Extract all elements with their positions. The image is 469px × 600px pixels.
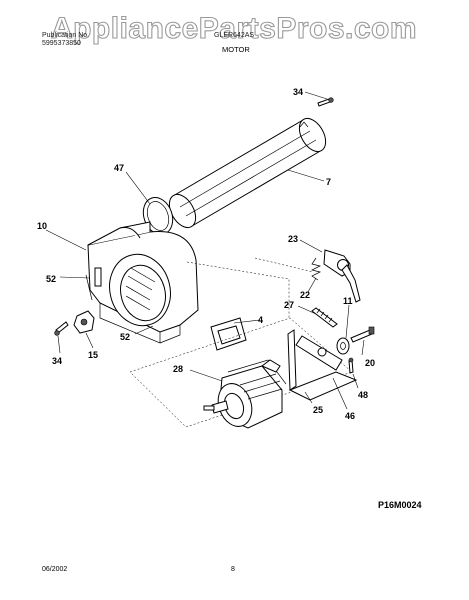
part-4-mount (210, 317, 247, 351)
motor-baseplate-outline (129, 317, 353, 428)
part-48-screw (348, 357, 354, 374)
part-34-screw-top (317, 97, 334, 107)
part-27-bolt (311, 307, 338, 328)
footer-page-number: 8 (231, 566, 235, 573)
part-23-idler-arm (323, 249, 361, 303)
callout-47: 47 (114, 163, 124, 173)
callout-52-upper: 52 (46, 274, 56, 284)
dash-lead-22 (254, 257, 314, 273)
callout-25: 25 (313, 405, 323, 415)
callout-7: 7 (326, 177, 331, 187)
part-11-idler-pulley (336, 337, 350, 355)
publication-label: Publication No. (42, 32, 89, 39)
callout-46: 46 (345, 411, 355, 421)
callout-labels: 34 7 47 10 52 23 22 27 11 4 52 34 15 28 … (37, 87, 375, 421)
part-15-thermostat (73, 310, 95, 334)
part-7-duct (168, 117, 327, 229)
callout-22: 22 (300, 290, 310, 300)
part-22-spring (310, 257, 322, 281)
callout-48: 48 (358, 390, 368, 400)
callout-10: 10 (37, 221, 47, 231)
leader-lines (45, 91, 365, 410)
callout-34-top: 34 (293, 87, 303, 97)
part-25-idler-bracket (287, 329, 358, 401)
callout-28: 28 (173, 364, 183, 374)
watermark-text: AppliancePartsPros.com (51, 12, 417, 45)
footer-date: 06/2002 (42, 566, 67, 573)
callout-4: 4 (258, 315, 263, 325)
part-10-blower-housing (85, 221, 199, 344)
callout-11: 11 (343, 296, 353, 306)
dash-lead-mount (186, 261, 290, 318)
section-title: MOTOR (222, 45, 250, 54)
part-20-bolt (350, 326, 375, 343)
part-34-screw-bottom (54, 321, 69, 336)
model-number: GLER642AS (214, 32, 254, 39)
callout-27: 27 (284, 300, 294, 310)
callout-52-lower: 52 (120, 332, 130, 342)
part-28-motor (203, 359, 287, 429)
callout-23: 23 (288, 234, 298, 244)
callout-20: 20 (365, 358, 375, 368)
publication-number: 5995373850 (42, 40, 81, 47)
figure-id: P16M0024 (378, 500, 422, 510)
callout-34-bottom: 34 (52, 356, 62, 366)
callout-15: 15 (88, 350, 98, 360)
